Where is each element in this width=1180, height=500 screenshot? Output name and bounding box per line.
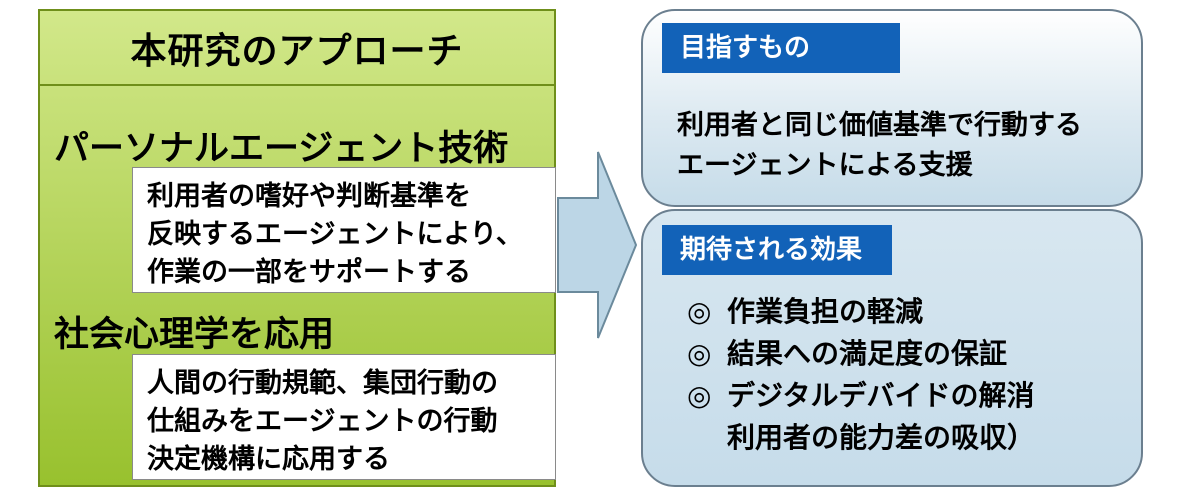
goal-text: 利用者と同じ価値基準で行動する エージェントによる支援 [677,106,1082,186]
approach-panel: 本研究のアプローチ パーソナルエージェント技術 利用者の嗜好や判断基準を 反映す… [38,9,556,487]
double-circle-bullet-icon: ◎ [687,379,712,412]
double-circle-bullet-icon: ◎ [687,337,712,370]
effects-label: 期待される効果 [662,225,892,275]
description-line: 決定機構に応用する [147,444,390,475]
double-circle-bullet-icon: ◎ [687,295,712,328]
list-item: ◎結果への満足度の保証 [687,333,1035,375]
goal-line: エージェントによる支援 [677,150,973,181]
goal-label: 目指すもの [662,23,900,73]
list-item: ◎作業負担の軽減 [687,291,1035,333]
description-line: 利用者の嗜好や判断基準を [147,181,471,212]
goal-card: 目指すもの 利用者と同じ価値基準で行動する エージェントによる支援 [641,9,1143,207]
description-line: 作業の一部をサポートする [147,257,471,288]
agent-tech-description: 利用者の嗜好や判断基準を 反映するエージェントにより、 作業の一部をサポートする [132,167,556,293]
approach-title: 本研究のアプローチ [40,11,554,86]
goal-line: 利用者と同じ価値基準で行動する [677,110,1082,141]
effects-card: 期待される効果 ◎作業負担の軽減 ◎結果への満足度の保証 ◎デジタルデバイドの解… [641,209,1143,487]
description-line: 反映するエージェントにより、 [147,219,523,250]
right-arrow-icon [557,151,638,339]
section-heading-social-psychology: 社会心理学を応用 [54,315,335,355]
section-heading-agent-tech: パーソナルエージェント技術 [54,129,509,169]
description-line: 仕組みをエージェントの行動 [147,406,498,437]
list-item-continuation: 利用者の能力差の吸収） [727,421,1036,454]
social-psychology-description: 人間の行動規範、集団行動の 仕組みをエージェントの行動 決定機構に応用する [132,354,556,480]
effects-list: ◎作業負担の軽減 ◎結果への満足度の保証 ◎デジタルデバイドの解消 利用者の能力… [687,291,1035,459]
description-line: 人間の行動規範、集団行動の [147,368,498,399]
list-item: ◎デジタルデバイドの解消 [687,375,1035,417]
